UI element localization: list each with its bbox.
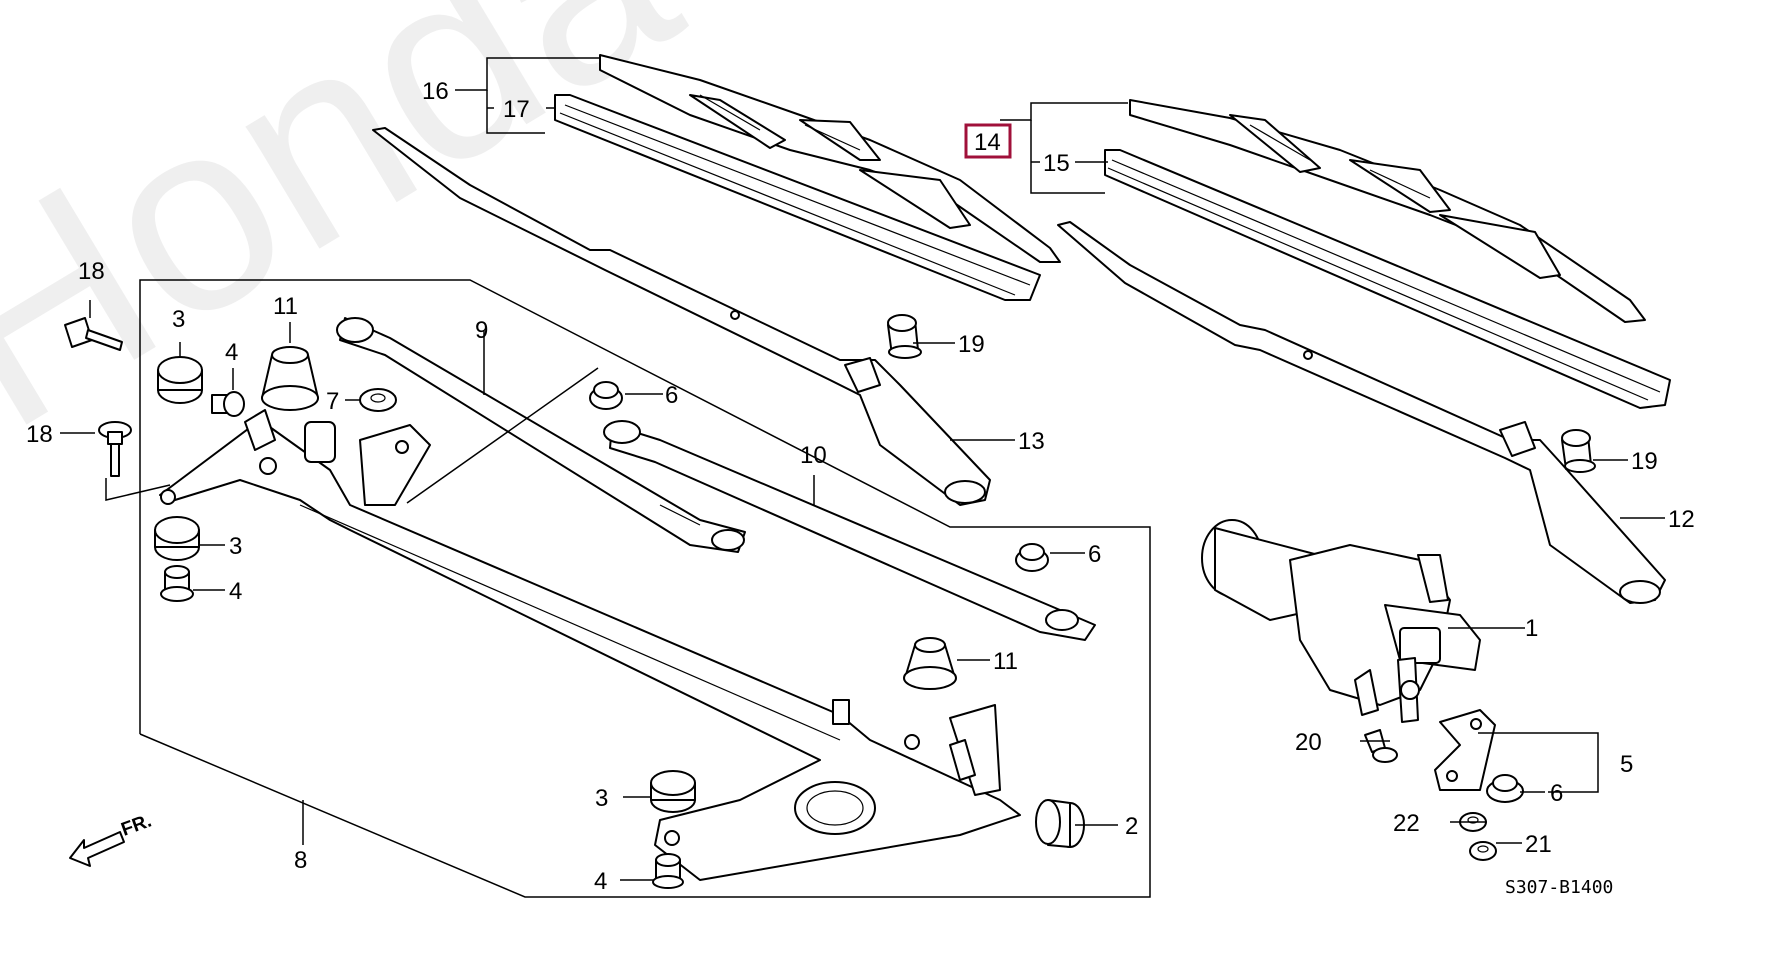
collar-4-upper <box>211 391 245 417</box>
callout-22: 22 <box>1393 810 1420 837</box>
callout-19: 19 <box>1631 448 1658 475</box>
leader-lines <box>60 57 1665 881</box>
bolt-20 <box>1364 729 1398 763</box>
bushing-3-mid <box>154 516 200 561</box>
callout-18: 18 <box>78 258 105 285</box>
nut-6-box <box>1015 543 1049 572</box>
bolt-18-leader <box>105 478 171 501</box>
bolt-18-lower <box>98 421 132 477</box>
wiper-arm-12 <box>1057 221 1666 604</box>
front-direction-indicator: FR. <box>69 810 155 867</box>
cap-19-left <box>887 314 922 359</box>
callout-6: 6 <box>1088 541 1101 568</box>
callout-2: 2 <box>1125 813 1138 840</box>
bushing-3-upper <box>157 356 203 404</box>
callout-4: 4 <box>594 868 607 895</box>
wiper-blade-16 <box>599 54 1061 263</box>
collar-4-mid <box>160 565 194 602</box>
callout-16: 16 <box>422 78 449 105</box>
callout-10: 10 <box>800 442 827 469</box>
callout-5: 5 <box>1620 751 1633 778</box>
cushion-11-lower <box>903 637 957 690</box>
callout-19: 19 <box>958 331 985 358</box>
bracket-5 <box>1434 709 1496 791</box>
blade-rubber-17 <box>554 94 1041 301</box>
callout-21: 21 <box>1525 831 1552 858</box>
diagram-code: S307-B1400 <box>1505 877 1613 898</box>
nut-6-bracket <box>1486 774 1524 803</box>
callout-4: 4 <box>229 578 242 605</box>
callout-20: 20 <box>1295 729 1322 756</box>
collar-4-lower <box>652 853 684 889</box>
callout-15: 15 <box>1043 150 1070 177</box>
callout-1: 1 <box>1525 615 1538 642</box>
nut-6-upper <box>589 381 623 410</box>
nut-21 <box>1469 841 1497 861</box>
wiper-arm-13 <box>372 127 991 506</box>
bolt-18-upper <box>64 317 123 351</box>
callout-11: 11 <box>993 648 1018 675</box>
linkage-box-outline <box>139 279 1151 898</box>
cushion-11-upper <box>261 346 319 411</box>
callout-3: 3 <box>172 306 185 333</box>
callout-18: 18 <box>26 421 53 448</box>
wiper-motor-1 <box>1201 519 1481 723</box>
callout-9: 9 <box>475 317 488 344</box>
linkage-frame <box>159 409 1021 881</box>
callout-4: 4 <box>225 339 238 366</box>
callout-6: 6 <box>1550 780 1563 807</box>
callout-12: 12 <box>1668 506 1695 533</box>
bushing-2 <box>1035 799 1085 848</box>
washer-7 <box>359 388 397 412</box>
wiper-blade-14 <box>1129 99 1646 323</box>
direction-label: FR. <box>119 810 155 840</box>
highlight-box <box>964 123 1012 159</box>
arrow-left-icon <box>69 831 125 867</box>
cap-19-right <box>1561 429 1596 473</box>
callout-8: 8 <box>294 847 307 874</box>
callout-13: 13 <box>1018 428 1045 455</box>
callout-14: 14 <box>974 129 1001 156</box>
callout-7: 7 <box>326 388 339 415</box>
bushing-3-lower <box>650 770 696 813</box>
link-rod-10 <box>603 420 1096 641</box>
callout-11: 11 <box>273 293 298 320</box>
callout-3: 3 <box>595 785 608 812</box>
callout-3: 3 <box>229 533 242 560</box>
callout-6: 6 <box>665 382 678 409</box>
blade-rubber-15 <box>1104 149 1671 409</box>
callout-17: 17 <box>503 96 530 123</box>
callout-labels: 1 2 3 3 3 4 4 4 5 6 6 6 7 8 9 10 11 11 1… <box>26 78 1695 895</box>
link-rod-9 <box>336 317 746 553</box>
